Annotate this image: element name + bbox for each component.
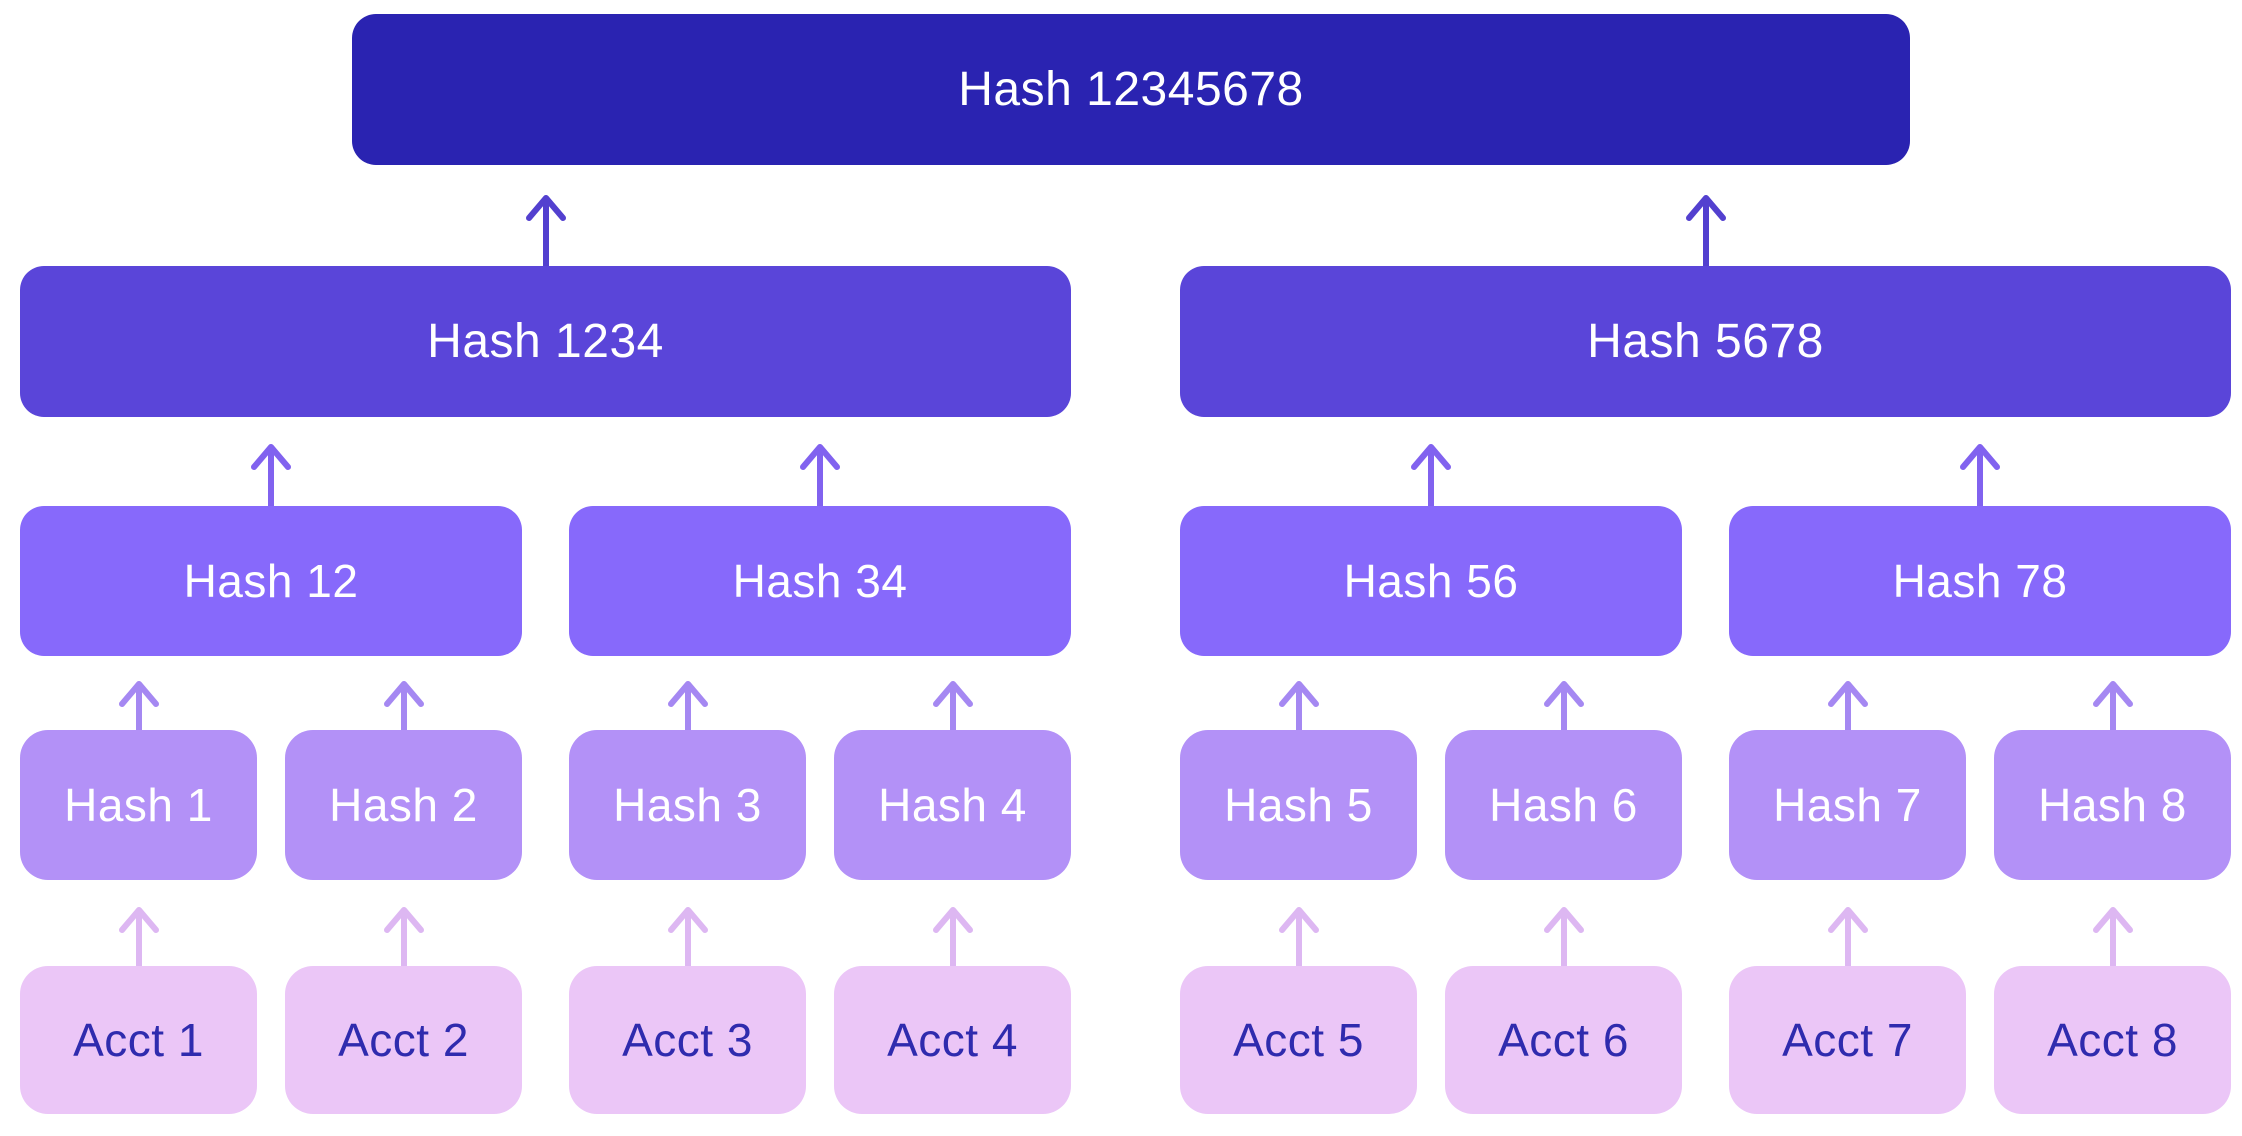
up-arrow-icon (382, 677, 426, 733)
tree-node-hash-8: Hash 8 (1994, 730, 2231, 880)
up-arrow-icon (666, 677, 710, 733)
up-arrow-icon (2091, 677, 2135, 733)
tree-node-hash-1234: Hash 1234 (20, 266, 1071, 417)
up-arrow-icon (931, 903, 975, 969)
up-arrow-icon (798, 440, 842, 509)
up-arrow-icon (1542, 677, 1586, 733)
tree-node-hash-56: Hash 56 (1180, 506, 1682, 656)
tree-node-hash-12345678: Hash 12345678 (352, 14, 1910, 165)
tree-node-hash-3: Hash 3 (569, 730, 806, 880)
up-arrow-icon (1409, 440, 1453, 509)
up-arrow-icon (1542, 903, 1586, 969)
up-arrow-icon (1684, 191, 1728, 269)
tree-node-acct-7: Acct 7 (1729, 966, 1966, 1114)
up-arrow-icon (1958, 440, 2002, 509)
tree-node-acct-4: Acct 4 (834, 966, 1071, 1114)
tree-node-acct-1: Acct 1 (20, 966, 257, 1114)
up-arrow-icon (117, 677, 161, 733)
up-arrow-icon (382, 903, 426, 969)
up-arrow-icon (1277, 677, 1321, 733)
tree-node-hash-78: Hash 78 (1729, 506, 2231, 656)
tree-node-hash-6: Hash 6 (1445, 730, 1682, 880)
tree-node-hash-1: Hash 1 (20, 730, 257, 880)
tree-node-hash-2: Hash 2 (285, 730, 522, 880)
tree-node-hash-7: Hash 7 (1729, 730, 1966, 880)
tree-node-hash-12: Hash 12 (20, 506, 522, 656)
up-arrow-icon (524, 191, 568, 269)
up-arrow-icon (1826, 677, 1870, 733)
up-arrow-icon (249, 440, 293, 509)
tree-node-hash-4: Hash 4 (834, 730, 1071, 880)
up-arrow-icon (1826, 903, 1870, 969)
tree-node-hash-5: Hash 5 (1180, 730, 1417, 880)
up-arrow-icon (931, 677, 975, 733)
tree-node-acct-6: Acct 6 (1445, 966, 1682, 1114)
tree-node-hash-5678: Hash 5678 (1180, 266, 2231, 417)
tree-node-acct-2: Acct 2 (285, 966, 522, 1114)
tree-node-acct-3: Acct 3 (569, 966, 806, 1114)
up-arrow-icon (1277, 903, 1321, 969)
tree-node-acct-8: Acct 8 (1994, 966, 2231, 1114)
up-arrow-icon (666, 903, 710, 969)
up-arrow-icon (117, 903, 161, 969)
tree-node-hash-34: Hash 34 (569, 506, 1071, 656)
up-arrow-icon (2091, 903, 2135, 969)
tree-node-acct-5: Acct 5 (1180, 966, 1417, 1114)
